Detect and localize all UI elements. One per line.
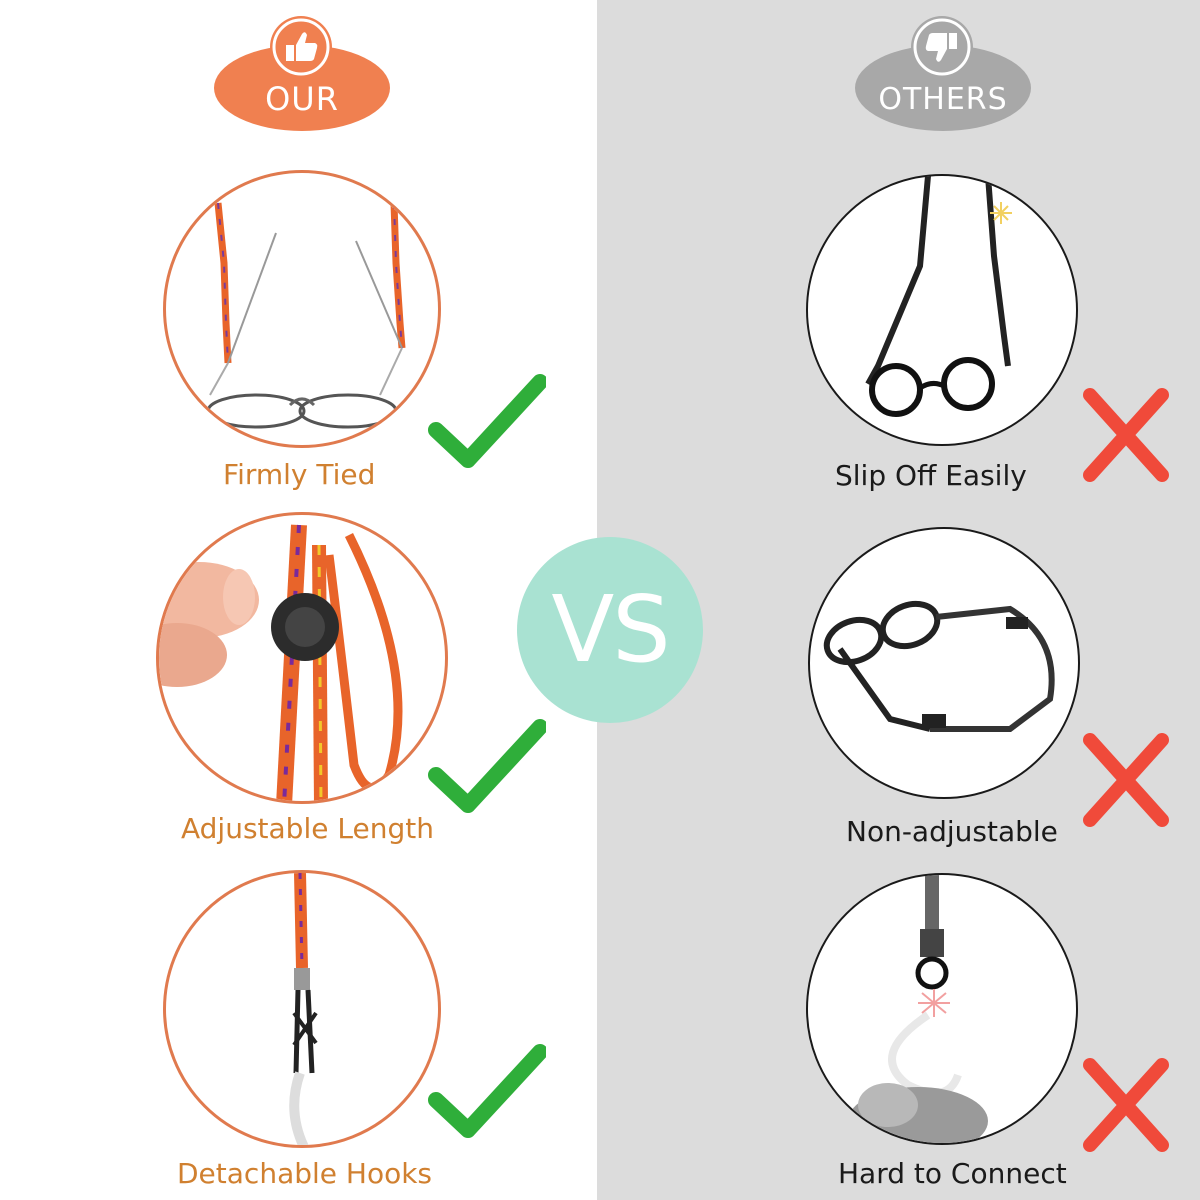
caption-detachable-hooks: Detachable Hooks xyxy=(177,1157,433,1190)
our-badge: OUR xyxy=(214,0,390,140)
others-label: OTHERS xyxy=(878,82,1008,117)
check-icon xyxy=(428,374,546,468)
adjustable-length-image xyxy=(156,512,448,804)
firmly-tied-image xyxy=(163,170,441,448)
slip-off-easily-image xyxy=(806,174,1078,446)
caption-non-adjustable: Non-adjustable xyxy=(846,815,1058,848)
check-icon xyxy=(428,719,546,813)
vs-badge: VS xyxy=(517,537,703,723)
check-icon xyxy=(428,1044,546,1138)
detachable-hooks-image xyxy=(163,870,441,1148)
our-label: OUR xyxy=(265,80,339,118)
caption-firmly-tied: Firmly Tied xyxy=(223,458,376,491)
others-badge: OTHERS xyxy=(855,0,1031,140)
caption-hard-to-connect: Hard to Connect xyxy=(838,1157,1067,1190)
thumbs-down-icon xyxy=(911,16,973,78)
thumbs-up-icon xyxy=(270,16,332,78)
non-adjustable-image xyxy=(808,527,1080,799)
caption-adjustable-length: Adjustable Length xyxy=(181,812,434,845)
cross-icon xyxy=(1083,733,1169,827)
caption-slip-off-easily: Slip Off Easily xyxy=(835,459,1027,492)
cross-icon xyxy=(1083,388,1169,482)
cross-icon xyxy=(1083,1058,1169,1152)
hard-to-connect-image xyxy=(806,873,1078,1145)
